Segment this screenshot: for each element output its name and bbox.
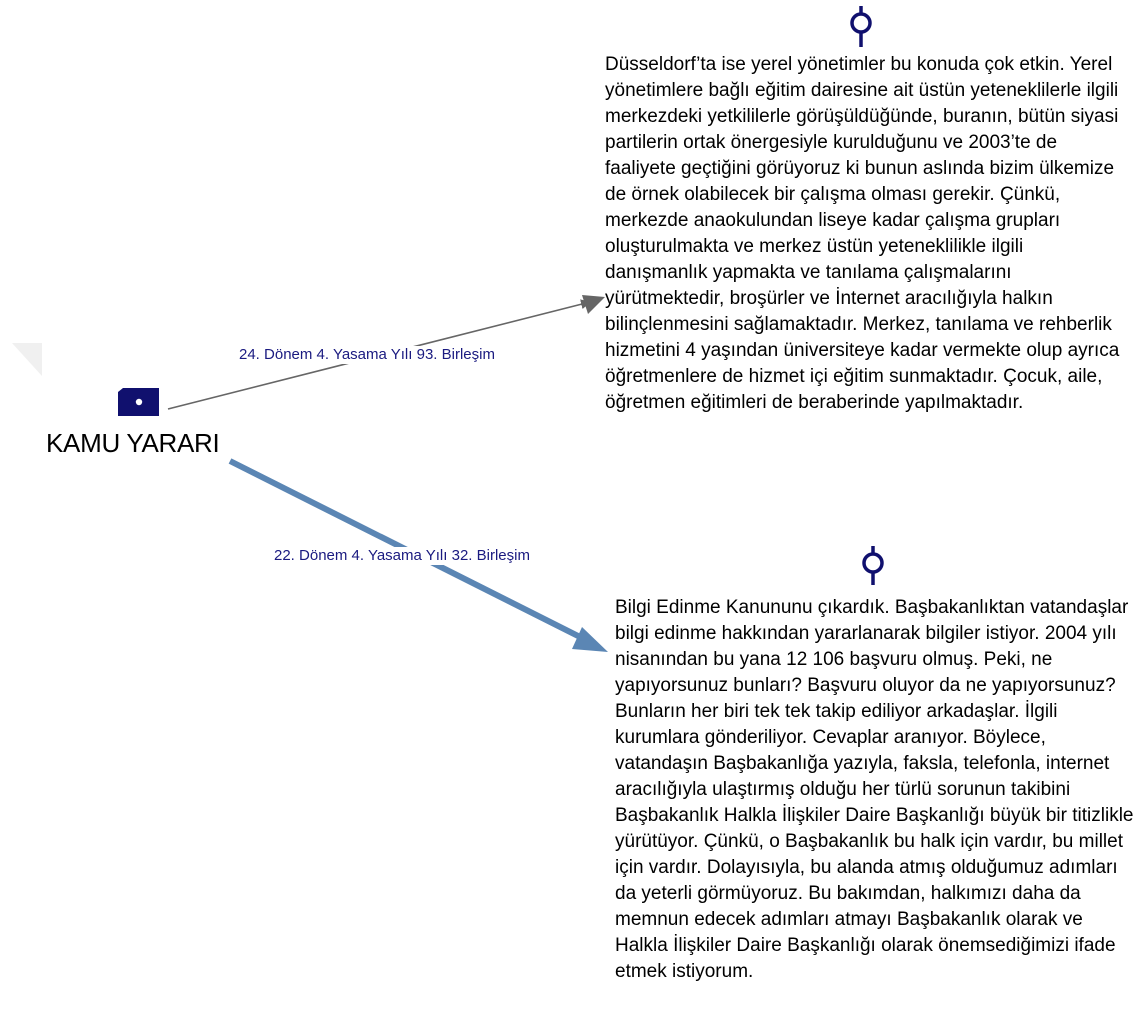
source-node-label[interactable]: KAMU YARARI <box>46 428 220 458</box>
quote-node-icon[interactable] <box>850 6 872 47</box>
quote-text-1: Düsseldorf’ta ise yerel yönetimler bu ko… <box>605 54 1120 413</box>
background-fragment <box>12 343 42 376</box>
tag-icon[interactable] <box>118 388 159 416</box>
quote-text-2: Bilgi Edinme Kanununu çıkardık. Başbakan… <box>615 597 1134 982</box>
edge-arrowhead-1 <box>582 295 605 314</box>
edge-arrowhead-2 <box>572 627 608 652</box>
edge-label-2[interactable]: 22. Dönem 4. Yasama Yılı 32. Birleşim <box>273 547 531 565</box>
quote-node-icon[interactable] <box>862 546 884 585</box>
edge-label-1[interactable]: 24. Dönem 4. Yasama Yılı 93. Birleşim <box>238 346 496 364</box>
